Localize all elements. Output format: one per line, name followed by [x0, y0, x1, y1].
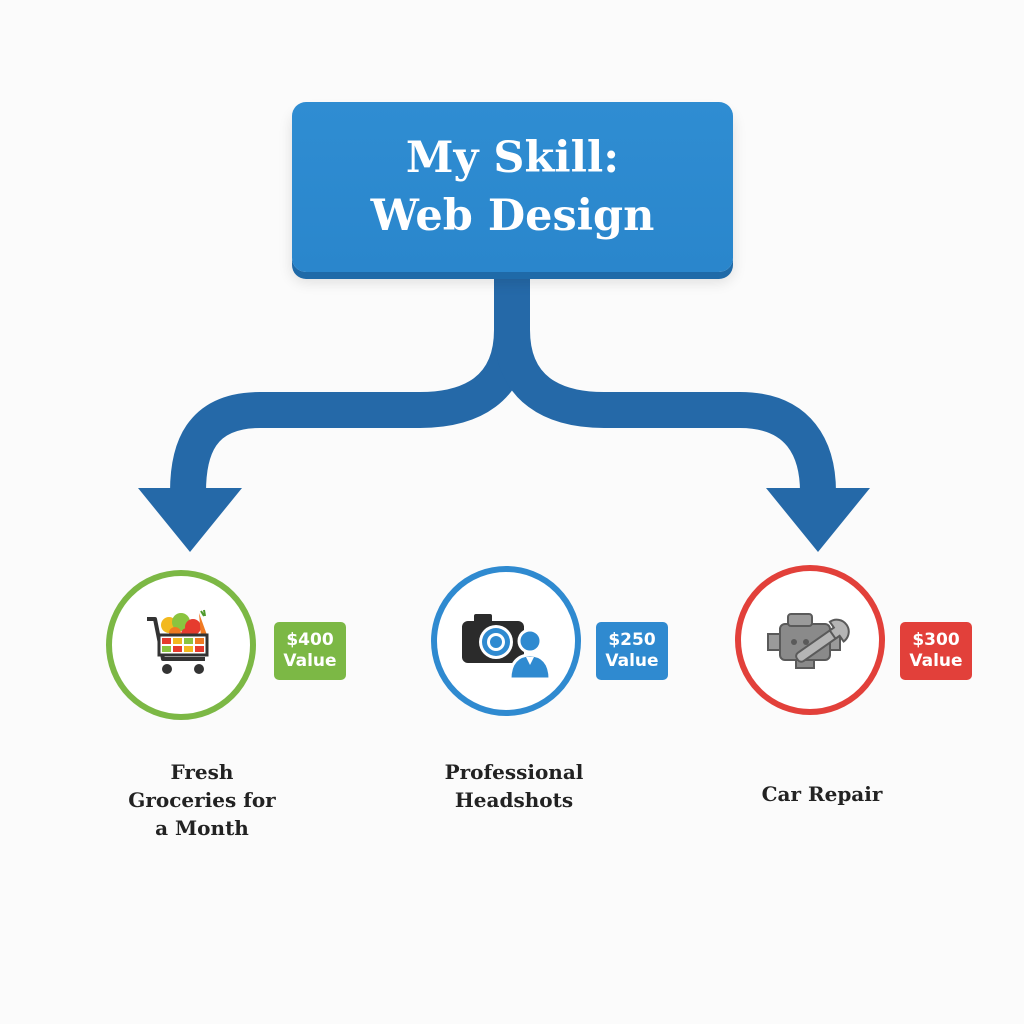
title-line-2: Web Design	[370, 191, 655, 241]
car-repair-value-tag: $300 Value	[900, 622, 972, 680]
value-amount: $250	[608, 630, 656, 650]
arrow-head-right	[766, 488, 870, 552]
shopping-cart-icon	[147, 609, 209, 674]
headshots-value-tag: $250 Value	[596, 622, 668, 680]
engine-wrench-icon	[767, 613, 850, 669]
car-repair-badge	[735, 565, 885, 715]
skill-title-box: My Skill: Web Design	[292, 102, 733, 272]
arrow-stem	[170, 272, 530, 493]
camera-person-icon	[462, 614, 552, 681]
value-amount: $300	[912, 630, 960, 650]
arrow-head-left	[138, 488, 242, 552]
value-amount: $400	[286, 630, 334, 650]
headshots-caption: Professional Headshots	[444, 760, 584, 812]
value-word: Value	[283, 651, 337, 671]
value-word: Value	[605, 651, 659, 671]
groceries-badge	[106, 570, 256, 720]
value-word: Value	[909, 651, 963, 671]
groceries-value-tag: $400 Value	[274, 622, 346, 680]
headshots-badge	[431, 566, 581, 716]
arrow-stem-right	[494, 329, 836, 493]
car-repair-caption: Car Repair	[761, 782, 883, 806]
title-line-1: My Skill:	[405, 133, 620, 183]
groceries-caption: Fresh Groceries for a Month	[128, 760, 276, 840]
